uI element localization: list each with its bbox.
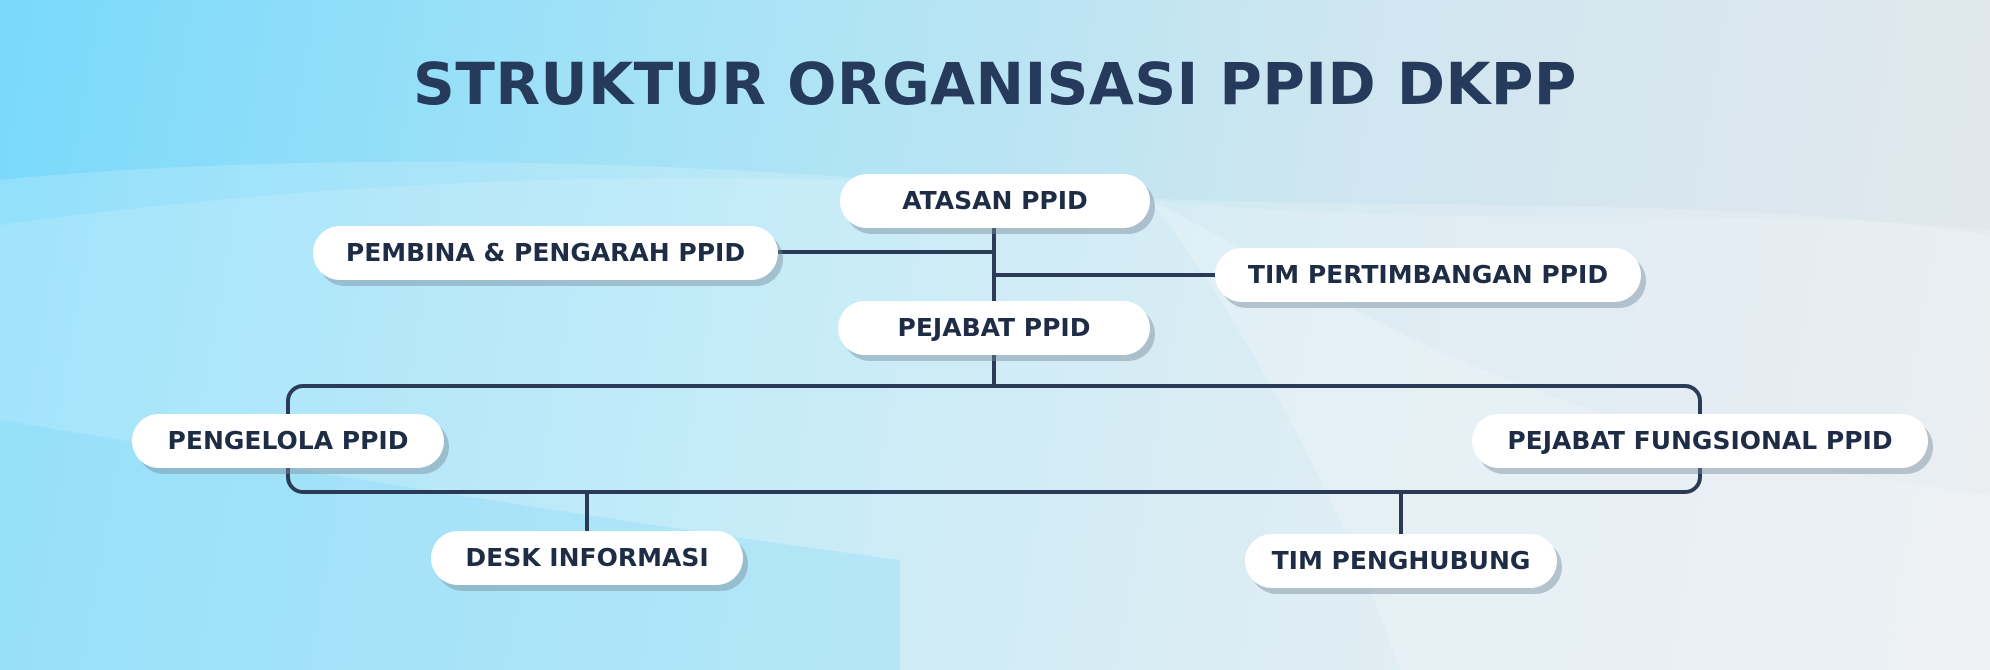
node-desk-informasi: DESK INFORMASI (431, 531, 743, 585)
node-tim-penghubung: TIM PENGHUBUNG (1245, 534, 1557, 588)
node-atasan-ppid: ATASAN PPID (840, 174, 1150, 228)
node-pejabat-ppid: PEJABAT PPID (838, 301, 1150, 355)
chart-title: STRUKTUR ORGANISASI PPID DKPP (413, 50, 1577, 118)
node-tim-pertimbangan-ppid: TIM PERTIMBANGAN PPID (1215, 248, 1641, 302)
node-pengelola-ppid: PENGELOLA PPID (132, 414, 444, 468)
node-pembina-pengarah-ppid: PEMBINA & PENGARAH PPID (313, 226, 778, 280)
node-pejabat-fungsional-ppid: PEJABAT FUNGSIONAL PPID (1472, 414, 1928, 468)
